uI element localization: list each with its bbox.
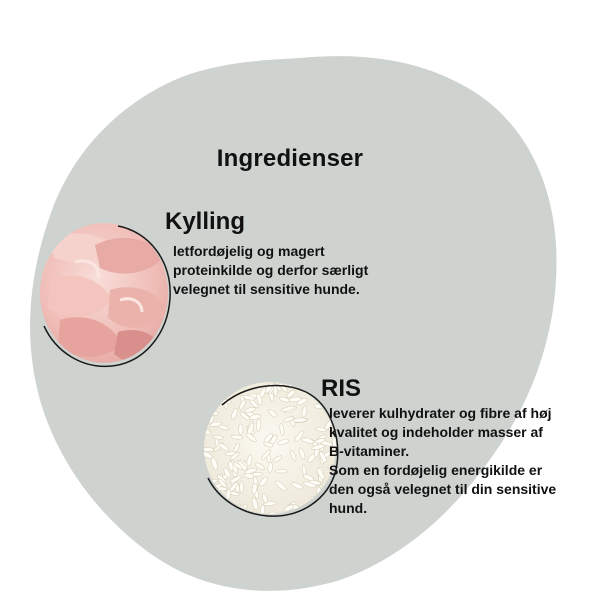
ingredient-description-ris: leverer kulhydrater og fibre af høj kval…	[329, 404, 591, 518]
ingredient-heading-ris: RIS	[321, 375, 362, 402]
chicken-image	[40, 223, 168, 363]
description-line: letfordøjelig og magert	[173, 243, 325, 259]
description-line: proteinkilde og derfor særligt	[173, 262, 369, 278]
description-line: den også velegnet til din sensitive	[329, 481, 557, 497]
description-line: kvalitet og indeholder masser af	[329, 424, 543, 440]
grey-blob-shape	[30, 56, 557, 591]
ingredient-description-kylling: letfordøjelig og magert proteinkilde og …	[173, 242, 423, 299]
page-title: Ingredienser	[216, 145, 364, 172]
description-line: leverer kulhydrater og fibre af høj	[329, 405, 552, 421]
rice-outline	[207, 384, 339, 517]
description-line: hund.	[329, 500, 368, 516]
description-line: Som en fordøjelig energikilde er	[329, 462, 543, 478]
description-line: B-vitaminer.	[329, 443, 410, 459]
description-line: velegnet til sensitive hunde.	[173, 281, 360, 297]
ingredient-heading-kylling: Kylling	[165, 208, 246, 235]
chicken-outline	[43, 225, 171, 368]
